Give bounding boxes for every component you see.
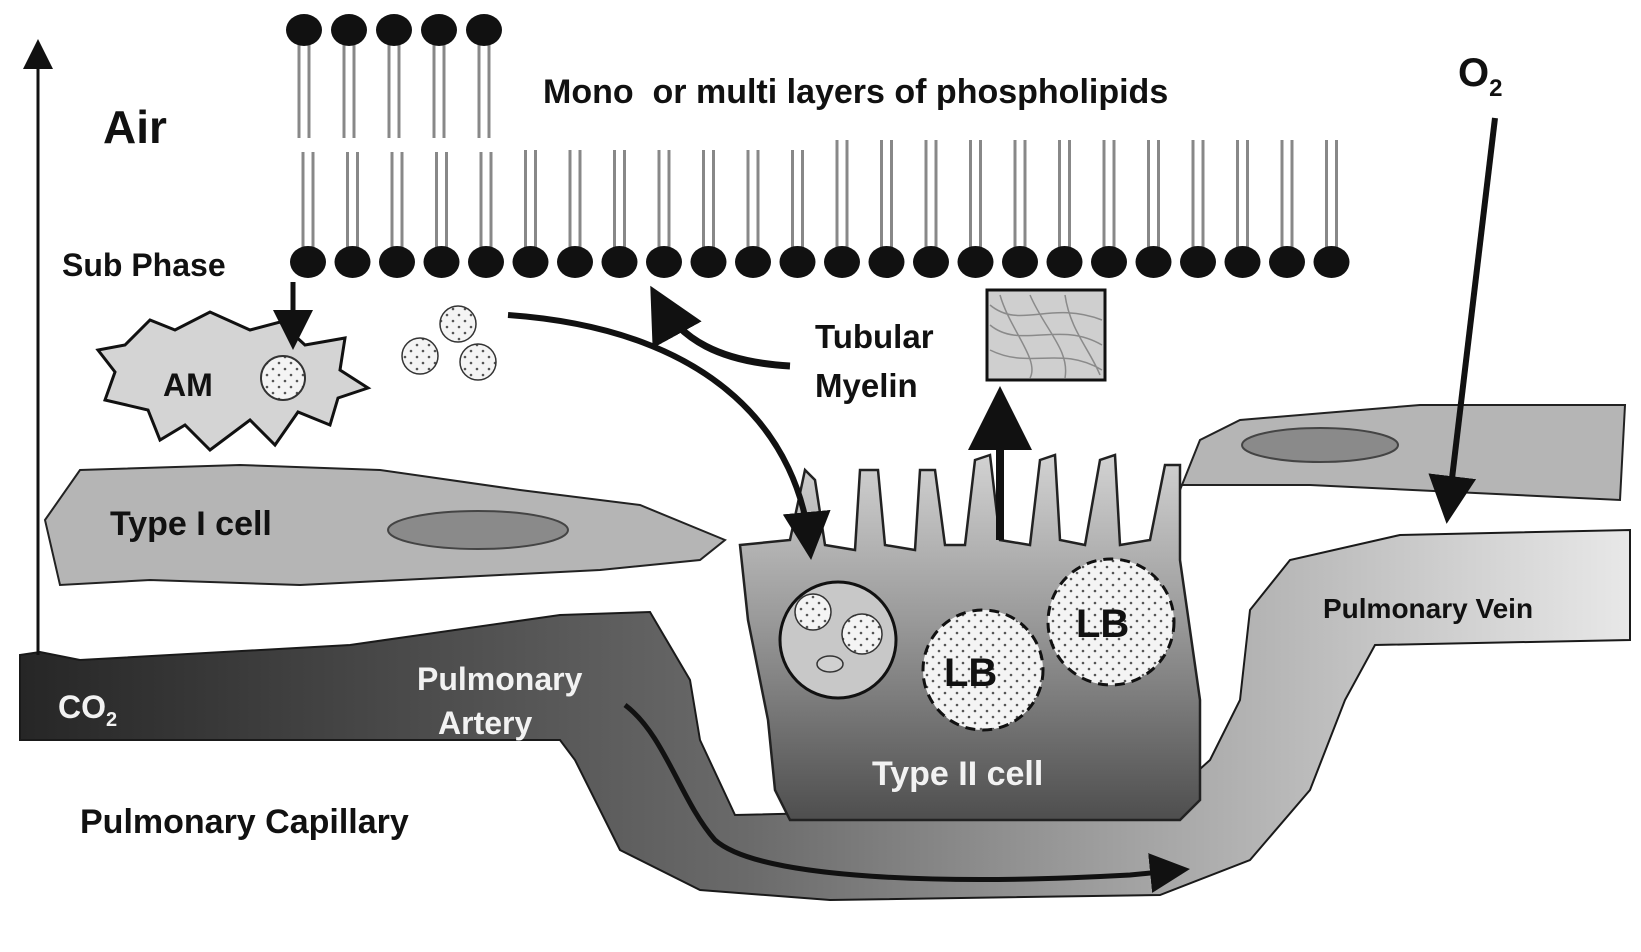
phospholipid-top-monolayer	[286, 14, 502, 138]
myelin-label: Myelin	[815, 367, 918, 404]
phospholipid-molecule	[334, 152, 371, 278]
pulmonary-artery-label-line2: Artery	[438, 705, 532, 741]
phospholipid-molecule	[286, 14, 322, 138]
phospholipid-molecule	[1180, 140, 1216, 278]
am-label: AM	[163, 367, 213, 403]
phospholipid-molecule	[557, 150, 593, 278]
phospholipid-molecule	[913, 140, 949, 278]
blood-flow-arrow	[623, 703, 1190, 893]
air-label: Air	[103, 101, 167, 153]
phospholipid-molecule	[376, 14, 412, 138]
phospholipid-molecule	[646, 150, 682, 278]
phospholipid-molecule	[957, 140, 994, 278]
type-1-cell-right-nucleus	[1241, 427, 1399, 463]
type-1-cell-right	[1179, 404, 1627, 502]
free-vesicle	[401, 337, 439, 375]
o2-entry-arrow	[1428, 117, 1498, 524]
phospholipid-molecule	[1002, 140, 1038, 278]
phospholipid-bottom-monolayer	[290, 140, 1350, 278]
phospholipid-molecule	[423, 152, 460, 278]
phospholipid-molecule	[824, 140, 860, 278]
phospholipid-molecule	[421, 14, 457, 138]
free-vesicle	[439, 305, 477, 343]
phospholipid-molecule	[1313, 140, 1350, 278]
o2-label: O2	[1458, 51, 1502, 102]
vesicle-uptake-arrow	[507, 312, 831, 560]
pulmonary-capillary-label: Pulmonary Capillary	[80, 803, 409, 841]
alveolar-macrophage	[95, 310, 372, 452]
phospholipid-molecule	[1135, 140, 1172, 278]
vesicle	[841, 613, 883, 655]
pulmonary-vein-label: Pulmonary Vein	[1323, 593, 1533, 624]
type-1-cell-label: Type I cell	[110, 505, 272, 543]
tubular-myelin-to-monolayer-arrow	[650, 285, 791, 370]
pulmonary-capillary-band	[19, 528, 1631, 902]
phospholipid-molecule	[735, 150, 771, 278]
phospholipid-molecule	[331, 14, 367, 138]
sub-phase-label: Sub Phase	[62, 247, 226, 283]
type-1-cell-nucleus	[387, 510, 569, 550]
vesicle	[794, 593, 832, 631]
phospholipid-molecule	[690, 150, 727, 278]
vesicle	[816, 655, 844, 673]
phospholipid-molecule	[779, 150, 816, 278]
phospholipid-molecule	[466, 14, 502, 138]
phospholipid-molecule	[512, 150, 549, 278]
type-1-cell	[43, 463, 727, 587]
free-vesicle	[459, 343, 497, 381]
phospholipid-molecule	[468, 152, 504, 278]
phospholipids-label: Mono or multi layers of phospholipids	[543, 73, 1168, 111]
lamellar-body	[921, 608, 1045, 732]
phagocytosed-vesicle	[260, 355, 306, 401]
phospholipid-molecule	[1269, 140, 1305, 278]
phospholipid-molecule	[379, 152, 415, 278]
phospholipid-molecule	[601, 150, 638, 278]
type-2-cell-label: Type II cell	[872, 755, 1043, 793]
phospholipid-molecule	[1224, 140, 1261, 278]
tubular-myelin-image	[985, 288, 1107, 382]
lamellar-body	[1046, 557, 1176, 687]
lamellar-body-label: LB	[1076, 602, 1129, 646]
phospholipid-molecule	[1091, 140, 1127, 278]
phospholipid-molecule	[290, 152, 326, 278]
co2-label: CO2	[58, 689, 117, 731]
pulmonary-artery-label-line1: Pulmonary	[417, 661, 583, 697]
phospholipid-molecule	[868, 140, 905, 278]
lamellar-body-label: LB	[944, 651, 997, 695]
tubular-label: Tubular	[815, 318, 934, 355]
phospholipid-molecule	[1046, 140, 1083, 278]
